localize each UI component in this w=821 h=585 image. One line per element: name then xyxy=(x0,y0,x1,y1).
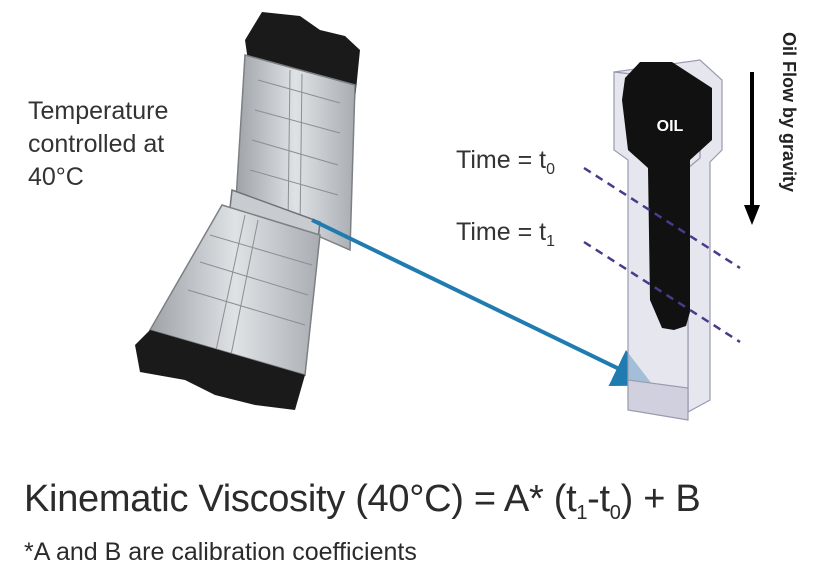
time-t1-sub: 1 xyxy=(546,233,555,250)
equation-sub-1: 1 xyxy=(576,502,588,524)
viscosity-equation: Kinematic Viscosity (40°C) = A* (t1-t0) … xyxy=(24,478,701,525)
calibration-footnote: *A and B are calibration coefficients xyxy=(24,538,417,566)
temperature-label-line2: controlled at xyxy=(28,130,165,158)
time-t1-prefix: Time = t xyxy=(456,218,547,246)
temperature-label: Temperature controlled at 40°C xyxy=(28,95,228,194)
equation-mid: -t xyxy=(587,478,610,520)
viscometer-device xyxy=(135,12,360,410)
oil-flow-label: Oil Flow by gravity xyxy=(779,32,799,193)
oil-fill xyxy=(622,62,712,330)
pointer-arrow xyxy=(311,218,654,387)
oil-label: OIL xyxy=(656,118,684,135)
time-t0-prefix: Time = t xyxy=(456,146,547,174)
temperature-label-line3: 40°C xyxy=(28,163,84,191)
time-t0-sub: 0 xyxy=(546,161,555,178)
time-t1-label: Time = t1 xyxy=(456,218,555,251)
equation-lhs: Kinematic Viscosity (40°C) = A* (t xyxy=(24,478,577,520)
equation-sub-0: 0 xyxy=(609,502,621,524)
time-t0-line xyxy=(583,166,741,270)
flow-arrowhead xyxy=(744,205,760,225)
temperature-label-line1: Temperature xyxy=(28,97,169,125)
time-t0-label: Time = t0 xyxy=(456,146,555,179)
device-bottom-cap xyxy=(135,330,305,410)
time-t1-line xyxy=(583,240,741,344)
equation-rhs: ) + B xyxy=(620,478,701,520)
